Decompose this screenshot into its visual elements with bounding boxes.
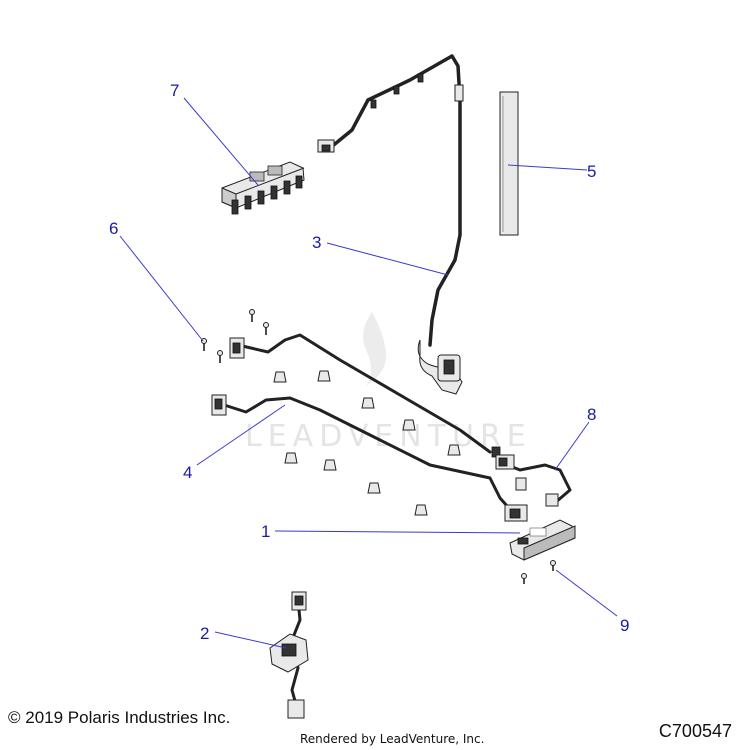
part-7-fuse-block[interactable] bbox=[221, 161, 305, 215]
callout-2[interactable]: 2 bbox=[200, 624, 209, 643]
leader-2 bbox=[214, 631, 287, 649]
callout-7[interactable]: 7 bbox=[170, 81, 179, 100]
callout-4[interactable]: 4 bbox=[183, 463, 192, 482]
part-1-control-module[interactable] bbox=[509, 519, 576, 561]
part-5-trim-strip[interactable] bbox=[499, 91, 519, 236]
part-2-sensor-harness[interactable] bbox=[269, 591, 309, 719]
leader-lines bbox=[119, 97, 618, 649]
rendered-by-text: Rendered by LeadVenture, Inc. bbox=[300, 732, 485, 746]
callout-8[interactable]: 8 bbox=[587, 405, 596, 424]
leader-9 bbox=[555, 569, 618, 617]
leader-6 bbox=[119, 235, 204, 342]
callout-9[interactable]: 9 bbox=[620, 616, 629, 635]
callout-6[interactable]: 6 bbox=[109, 219, 118, 238]
callout-1[interactable]: 1 bbox=[261, 522, 270, 541]
part-3-upper-harness[interactable] bbox=[317, 54, 464, 395]
callout-labels: 7 5 3 6 4 8 1 2 9 bbox=[109, 81, 629, 643]
leader-4 bbox=[196, 404, 286, 466]
diagram-code: C700547 bbox=[658, 721, 732, 741]
part-8-jumper-harness[interactable] bbox=[495, 454, 572, 507]
wire-clips[interactable] bbox=[273, 370, 461, 516]
callout-5[interactable]: 5 bbox=[587, 162, 596, 181]
watermark: LEADVENTURE bbox=[245, 312, 532, 454]
callout-3[interactable]: 3 bbox=[312, 233, 321, 252]
part-9-screws[interactable] bbox=[521, 560, 556, 585]
leader-7 bbox=[183, 97, 259, 186]
part-6-screws[interactable] bbox=[201, 309, 269, 364]
upper-wire-run[interactable] bbox=[229, 333, 501, 458]
leader-3 bbox=[326, 242, 449, 276]
leader-8 bbox=[554, 421, 590, 471]
copyright-text: © 2019 Polaris Industries Inc. bbox=[8, 708, 231, 727]
leader-5 bbox=[507, 164, 588, 171]
watermark-text: LEADVENTURE bbox=[245, 419, 532, 454]
part-4-lower-harness[interactable] bbox=[211, 394, 528, 522]
leader-1 bbox=[274, 530, 521, 534]
